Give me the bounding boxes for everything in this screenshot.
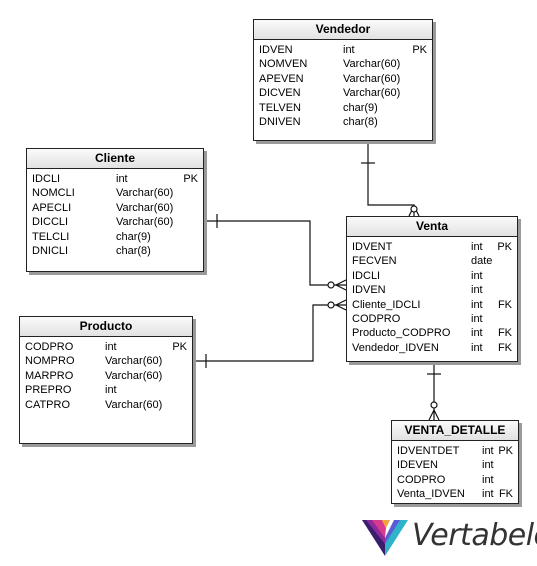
table-title: VENTA_DETALLE	[392, 421, 518, 441]
rel-vendedor-venta	[367, 140, 415, 216]
vertabelo-logo-icon	[362, 520, 408, 556]
rel-producto-venta	[192, 304, 346, 362]
crow-producto-venta-a	[335, 299, 347, 306]
rel-cliente-venta	[203, 220, 346, 286]
crow-producto-venta-b	[335, 304, 347, 311]
crow-venta-detalle-a	[428, 409, 435, 421]
zero-mark-cliente-venta	[327, 281, 335, 289]
zero-mark-vendedor-venta	[410, 205, 418, 213]
zero-mark-venta-detalle	[430, 401, 438, 409]
table-title: Venta	[347, 217, 517, 237]
crow-cliente-venta-a	[335, 279, 347, 286]
table-title: Producto	[20, 317, 192, 337]
zero-mark-producto-venta	[327, 301, 335, 309]
table-title: Cliente	[27, 149, 203, 169]
crow-venta-detalle-b	[433, 409, 440, 421]
brand-name: Vertabelo	[412, 518, 537, 553]
crow-cliente-venta-b	[335, 284, 347, 291]
table-title: Vendedor	[254, 20, 432, 40]
